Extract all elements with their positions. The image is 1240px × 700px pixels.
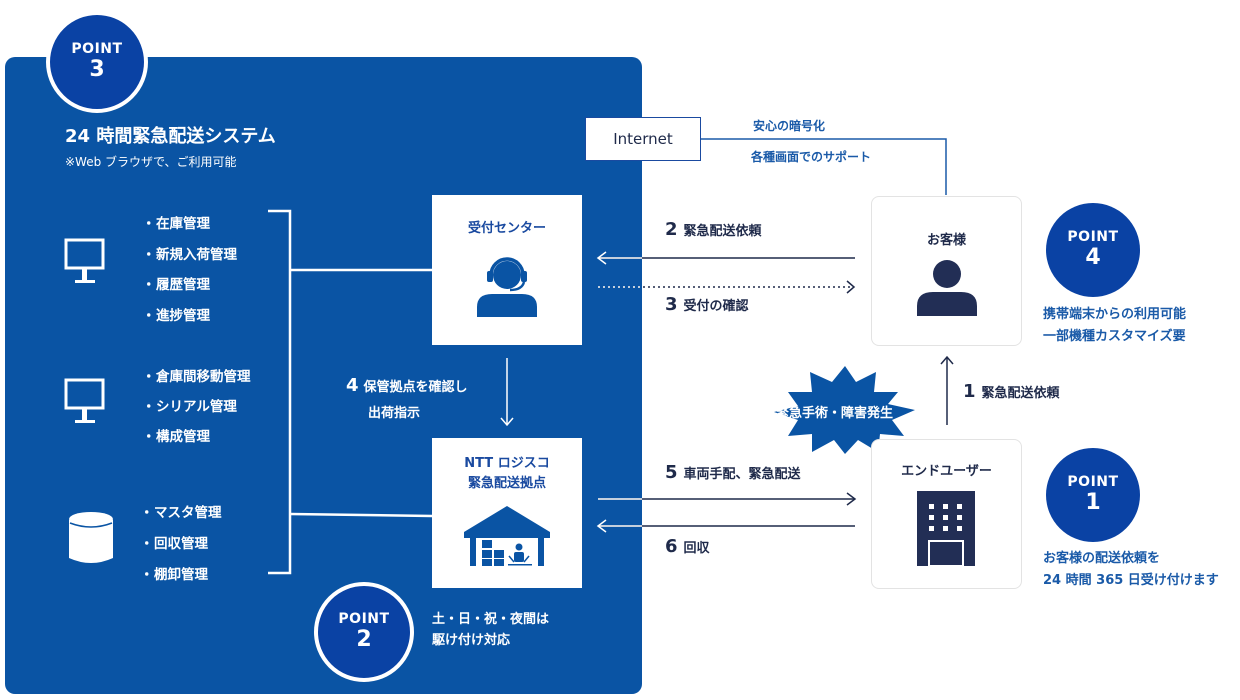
reception-label: 受付センター [467,221,546,236]
bracket-line [268,209,292,575]
function-item: ・履歴管理 [142,277,210,293]
point-4-badge: POINT 4 [1046,203,1140,297]
function-item: ・回収管理 [140,536,208,552]
building-icon [916,491,975,567]
point-label: POINT [1067,474,1119,490]
internet-node: Internet [585,117,701,161]
function-item: ・マスタ管理 [140,505,222,521]
point-1-text: お客様の配送依頼を 24 時間 365 日受け付けます [1043,551,1219,588]
customer-node: お客様 [871,196,1022,346]
function-item: ・倉庫間移動管理 [142,369,251,385]
burst-shape [774,366,915,454]
point-3-badge: POINT 3 [46,11,148,113]
enduser-label: エンドユーザー [901,464,992,479]
point-4-text: 携帯端末からの利用可能 一部機種カスタマイズ要 [1043,307,1187,344]
depot-label-line1: NTT ロジスコ [464,456,550,471]
point-number: 3 [89,57,105,82]
internet-note-support: 各種画面でのサポート [751,150,872,164]
function-group-1: ・在庫管理 ・新規入荷管理 ・履歴管理 ・進捗管理 [142,209,237,331]
point-2-text: 土・日・祝・夜間は 駆け付け対応 [432,612,550,648]
reception-center-node: 受付センター [432,195,582,345]
headset-operator-icon [477,257,537,317]
link-depot [289,512,433,518]
monitor-icon [64,378,105,423]
function-group-3: ・マスタ管理 ・回収管理 ・棚卸管理 [140,498,222,591]
function-item: ・在庫管理 [142,216,210,232]
warehouse-icon [464,506,550,566]
person-icon [916,260,977,316]
emergency-burst-label: 緊急手術・障害発生 [776,406,894,421]
enduser-node: エンドユーザー [871,439,1022,589]
point-2-badge: POINT 2 [314,582,414,682]
internet-line [701,138,947,195]
depot-label-line2: 緊急配送拠点 [467,476,546,491]
point-label: POINT [71,41,123,57]
point-label: POINT [1067,229,1119,245]
point-number: 2 [356,627,372,652]
function-item: ・新規入荷管理 [142,246,237,263]
internet-note-encryption: 安心の暗号化 [753,119,826,133]
function-item: ・棚卸管理 [140,567,208,583]
point-number: 1 [1085,490,1101,515]
system-subtitle: ※Web ブラウザで、ご利用可能 [65,155,237,169]
function-group-2: ・倉庫間移動管理 ・シリアル管理 ・構成管理 [142,362,251,452]
function-item: ・構成管理 [142,429,210,445]
customer-label: お客様 [926,233,966,248]
monitor-icon [64,238,105,283]
system-title: 24 時間緊急配送システム [65,126,276,147]
point-1-badge: POINT 1 [1046,448,1140,542]
point-label: POINT [338,611,390,627]
database-icon [69,512,113,563]
function-item: ・シリアル管理 [142,399,237,415]
depot-node: NTT ロジスコ 緊急配送拠点 [432,438,582,588]
point-number: 4 [1085,245,1101,270]
function-item: ・進捗管理 [142,307,210,324]
